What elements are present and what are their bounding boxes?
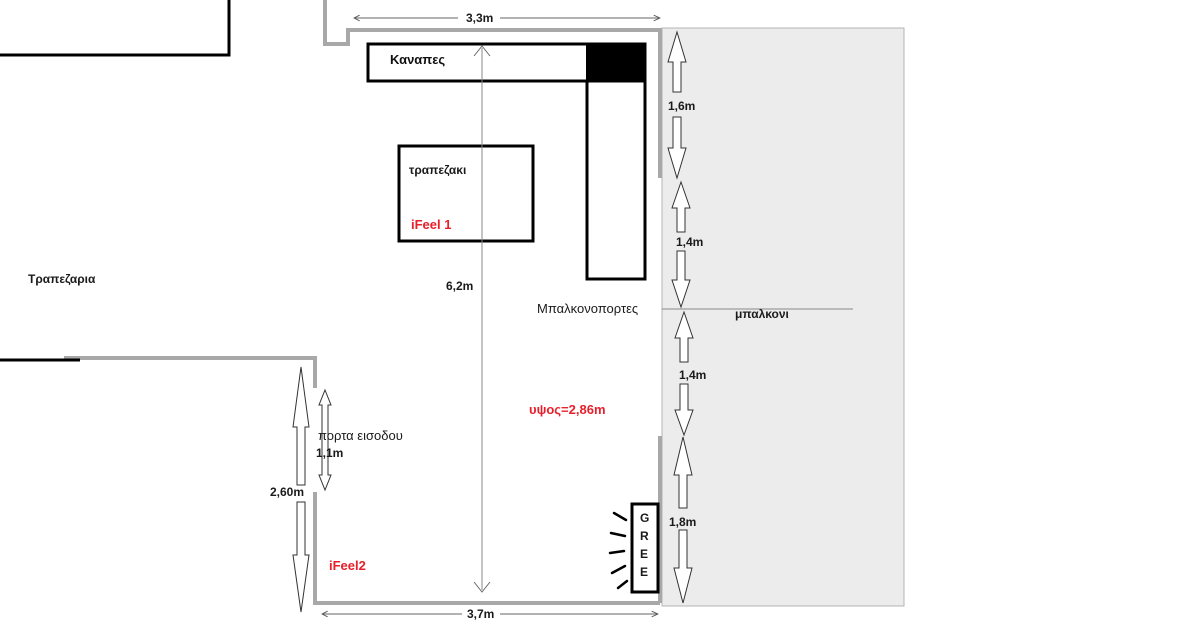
coffee-table-label: τραπεζακι [409, 163, 466, 177]
balcony-area [661, 27, 905, 607]
seg1-label: 1,6m [668, 99, 695, 113]
ac-letter-3: E [640, 547, 648, 561]
room-length-label: 6,2m [446, 279, 473, 293]
bottom-wall [313, 492, 660, 605]
ceiling-height-label: υψος=2,86m [529, 402, 606, 417]
door-arrow [318, 388, 332, 492]
bottom-width-label: 3,7m [467, 607, 494, 621]
seg2-arrow-up [671, 180, 691, 233]
seg4-arrow-down [673, 529, 693, 604]
door-width-label: 1,1m [316, 446, 343, 460]
ac-letter-2: R [640, 529, 649, 543]
seg4-label: 1,8m [669, 515, 696, 529]
entry-arrow-down [292, 501, 310, 613]
ac-letter-4: E [640, 565, 648, 579]
seg3-label: 1,4m [679, 368, 706, 382]
coffee-table [397, 144, 535, 243]
seg3-arrow-down [674, 383, 694, 437]
ifeel1-sensor: iFeel 1 [411, 217, 451, 232]
seg3-arrow-up [674, 310, 694, 363]
airflow-lines [608, 511, 629, 590]
seg4-arrow-up [673, 436, 693, 509]
balcony-label: μπαλκονι [735, 307, 789, 321]
dining-room-label: Τραπεζαρια [28, 272, 96, 286]
dining-wall-corner [0, 0, 231, 57]
seg1-arrow-up [667, 30, 687, 93]
length-arrowhead-bottom [473, 581, 491, 593]
seg2-arrow-down [671, 250, 691, 309]
sofa-corner [586, 44, 645, 81]
left-wall-upper [64, 356, 317, 388]
ac-letter-1: G [640, 511, 649, 525]
sofa-label: Καναπες [390, 52, 445, 67]
top-width-label: 3,3m [466, 11, 493, 25]
sofa-side [585, 79, 647, 281]
ac-unit [630, 502, 660, 594]
entrance-door-label: πορτα εισοδου [318, 428, 403, 443]
balcony-doors-label: Μπαλκονοπορτες [537, 301, 638, 316]
seg2-label: 1,4m [676, 235, 703, 249]
top-wall [323, 0, 662, 178]
ifeel2-sensor: iFeel2 [329, 558, 366, 573]
length-arrowhead-top [473, 45, 491, 57]
entry-wall-label: 2,60m [270, 485, 304, 499]
seg1-arrow-down [667, 116, 687, 180]
entry-arrow-up [292, 366, 310, 486]
